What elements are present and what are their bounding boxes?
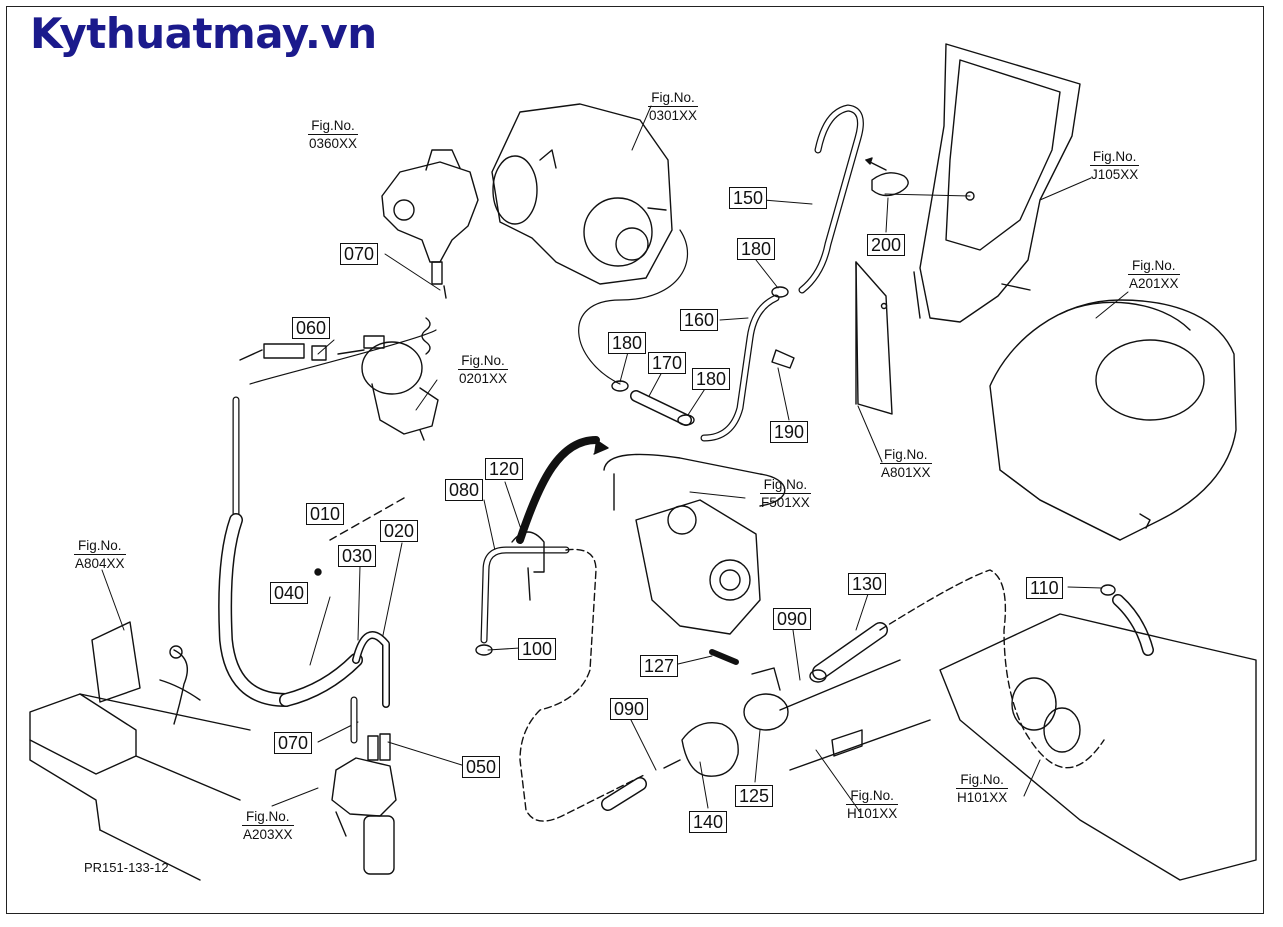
part-number[interactable]: 030	[338, 545, 377, 567]
drawing-code: PR151-133-12	[84, 860, 169, 875]
part-number[interactable]: 150	[729, 187, 768, 209]
fig-reference[interactable]: Fig.No.0201XX	[458, 353, 509, 386]
fuel-cock	[331, 733, 397, 875]
part-number[interactable]: 060	[292, 317, 331, 339]
part-number[interactable]: 050	[462, 756, 501, 778]
part-number[interactable]: 070	[340, 243, 379, 265]
part-number[interactable]: 010	[306, 503, 345, 525]
carburetor	[381, 149, 479, 299]
brand-watermark: Kythuatmay.vn	[30, 9, 377, 58]
starter-motor	[491, 103, 673, 285]
fuel-pump	[337, 317, 439, 441]
fig-reference[interactable]: Fig.No.H101XX	[846, 788, 899, 821]
fig-reference[interactable]: Fig.No.0301XX	[648, 90, 699, 123]
part-number[interactable]: 070	[274, 732, 313, 754]
part-number[interactable]: 190	[770, 421, 809, 443]
part-number[interactable]: 090	[610, 698, 649, 720]
part-number[interactable]: 120	[485, 458, 524, 480]
part-number[interactable]: 180	[692, 368, 731, 390]
part-number[interactable]: 080	[445, 479, 484, 501]
fuel-filter-housing	[603, 453, 786, 635]
drawing-frame	[6, 6, 1264, 914]
fig-reference[interactable]: Fig.No.A804XX	[74, 538, 126, 571]
fig-reference[interactable]: Fig.No.A801XX	[880, 447, 932, 480]
tank-outlet-hoses	[218, 329, 437, 744]
fuel-tank	[989, 299, 1237, 541]
fig-reference[interactable]: Fig.No.H101XX	[956, 772, 1009, 805]
fig-reference[interactable]: Fig.No.0360XX	[308, 118, 359, 151]
part-number[interactable]: 125	[735, 785, 774, 807]
hose-routing	[578, 104, 864, 442]
part-number[interactable]: 200	[867, 234, 906, 256]
clamp-200	[865, 157, 909, 197]
part-number[interactable]: 020	[380, 520, 419, 542]
fuel-line-loop	[475, 436, 647, 822]
part-number[interactable]: 110	[1026, 577, 1063, 599]
part-number[interactable]: 160	[680, 309, 719, 331]
pedal-frame	[913, 43, 1081, 323]
fig-reference[interactable]: Fig.No.A201XX	[1128, 258, 1180, 291]
right-frame	[779, 613, 1257, 881]
part-number[interactable]: 140	[689, 811, 728, 833]
fig-reference[interactable]: Fig.No.A203XX	[242, 809, 294, 842]
left-frame	[29, 621, 251, 881]
part-number[interactable]: 180	[608, 332, 647, 354]
fig-reference[interactable]: Fig.No.J105XX	[1090, 149, 1140, 182]
part-number[interactable]: 100	[518, 638, 557, 660]
part-number[interactable]: 127	[640, 655, 679, 677]
inline-filter	[601, 569, 1154, 811]
fig-reference[interactable]: Fig.No.F501XX	[760, 477, 811, 510]
part-number[interactable]: 180	[737, 238, 776, 260]
part-number[interactable]: 130	[848, 573, 887, 595]
part-number[interactable]: 090	[773, 608, 812, 630]
part-number[interactable]: 170	[648, 352, 687, 374]
part-number[interactable]: 040	[270, 582, 309, 604]
mount-bracket	[855, 261, 893, 415]
